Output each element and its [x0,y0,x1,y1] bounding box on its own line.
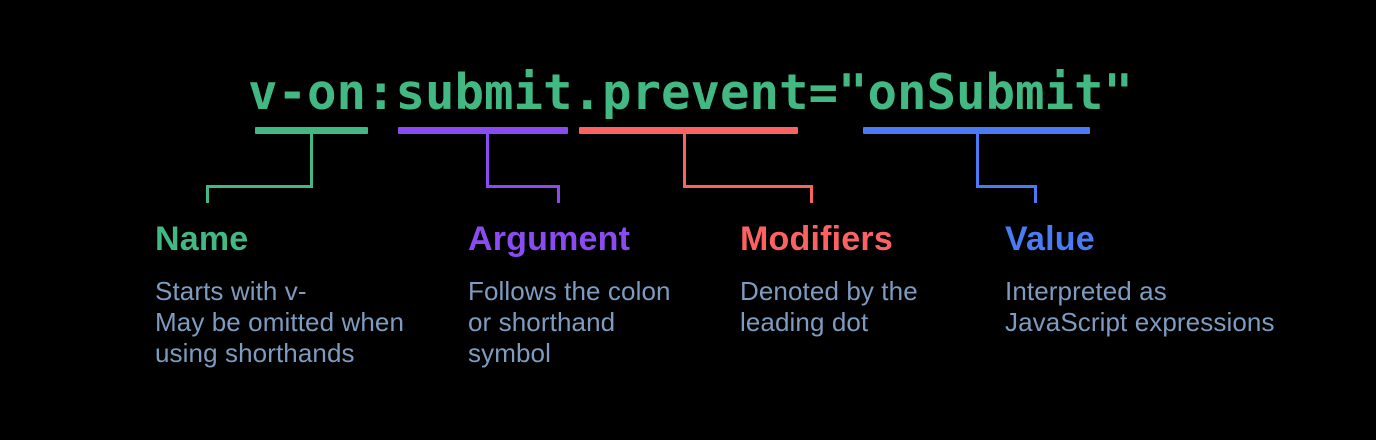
argument-connector-stem [485,134,489,188]
argument-description: Follows the colon or shorthand symbol [468,276,671,368]
modifiers-label: Modifiers [740,220,893,258]
name-underline-bar [255,127,368,134]
directive-code-text: v-on:submit.prevent="onSubmit" [248,64,1134,121]
argument-underline-bar [398,127,568,134]
value-label: Value [1005,220,1095,258]
argument-label: Argument [468,220,631,258]
value-connector-stem [975,134,979,188]
name-description: Starts with v- May be omitted when using… [155,276,405,368]
modifiers-connector-stem [682,134,686,188]
argument-connector-jog [485,185,560,188]
name-connector-jog [205,185,313,188]
value-connector-drop [1033,185,1037,203]
modifiers-connector-jog [682,185,813,188]
name-label: Name [155,220,249,258]
name-connector-drop [205,185,209,203]
name-connector-stem [309,134,313,188]
value-connector-jog [975,185,1037,188]
argument-connector-drop [556,185,560,203]
modifiers-connector-drop [809,185,813,203]
modifiers-underline-bar [579,127,798,134]
value-description: Interpreted as JavaScript expressions [1005,276,1275,337]
value-underline-bar [863,127,1090,134]
modifiers-description: Denoted by the leading dot [740,276,918,337]
